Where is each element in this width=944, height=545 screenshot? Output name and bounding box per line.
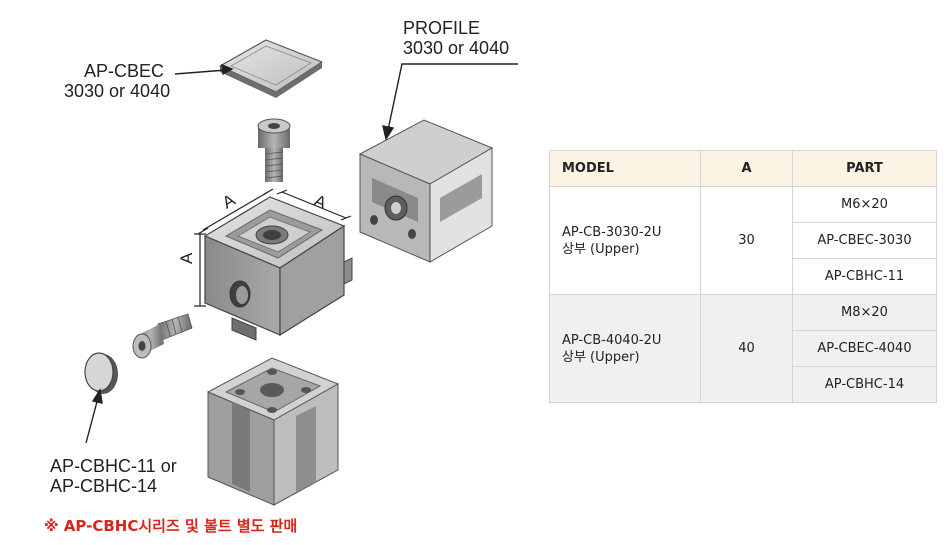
corner-bracket-part: [203, 196, 353, 341]
table-row: AP-CBHC-14: [550, 366, 937, 403]
model-cell: AP-CB-4040-2U 상부 (Upper): [549, 294, 701, 403]
part-cell: AP-CBHC-14: [792, 366, 937, 403]
a-value-cell: 40: [700, 294, 793, 403]
horizontal-bolt-part: [132, 313, 193, 359]
part-cell: AP-CBHC-11: [792, 258, 937, 295]
profile-upper-part: [358, 119, 494, 263]
a-value-cell: 30: [700, 186, 793, 295]
end-cap-callout: AP-CBEC 3030 or 4040: [64, 61, 170, 101]
model-cell: AP-CB-3030-2U 상부 (Upper): [549, 186, 701, 295]
table-row: AP-CBEC-4040: [550, 330, 937, 367]
part-cell: AP-CBEC-3030: [792, 222, 937, 259]
end-cap-callout-line-1: AP-CBEC: [84, 61, 165, 81]
part-cell: M8×20: [792, 294, 937, 331]
hole-cap-callout-line-2: AP-CBHC-14: [50, 476, 158, 496]
part-cell: M6×20: [792, 186, 937, 223]
table-row: AP-CB-3030-2U 상부 (Upper) 30 M6×20: [549, 186, 937, 295]
spec-table: MODEL A PART AP-CB-3030-2U 상부 (Upper) 30…: [549, 150, 937, 403]
model-code: AP-CB-4040-2U: [562, 332, 662, 348]
profile-callout: PROFILE 3030 or 4040: [403, 18, 509, 58]
profile-callout-line-1: PROFILE: [403, 18, 481, 38]
dimension-label-left: A: [177, 252, 196, 264]
table-row: AP-CBEC-3030: [550, 222, 937, 259]
leader-lines: [85, 63, 518, 444]
model-position: 상부 (Upper): [562, 349, 640, 365]
spec-table-header-row: MODEL A PART: [549, 150, 937, 187]
sold-separately-note: ※ AP-CBHC시리즈 및 볼트 별도 판매: [44, 517, 298, 535]
profile-callout-line-2: 3030 or 4040: [403, 38, 510, 58]
dimension-label-top-left: A: [219, 190, 239, 212]
hole-cap-callout-line-1: AP-CBHC-11 or: [50, 456, 177, 476]
end-cap-part: [219, 39, 323, 98]
table-row: AP-CB-4040-2U 상부 (Upper) 40 M8×20: [549, 294, 937, 403]
hole-cap-part: [84, 352, 118, 394]
model-position: 상부 (Upper): [562, 241, 640, 257]
table-row: AP-CBHC-11: [550, 258, 937, 295]
dimension-lines: [194, 188, 352, 307]
profile-lower-part: [206, 357, 340, 506]
header-part: PART: [792, 150, 937, 187]
assembly-drawing: A A A: [84, 39, 518, 506]
hole-cap-callout: AP-CBHC-11 or AP-CBHC-14: [50, 456, 177, 496]
vertical-bolt-part: [257, 118, 291, 182]
header-a: A: [700, 150, 793, 187]
part-cell: AP-CBEC-4040: [792, 330, 937, 367]
end-cap-callout-line-2: 3030 or 4040: [64, 81, 171, 101]
header-model: MODEL: [549, 150, 701, 187]
model-code: AP-CB-3030-2U: [562, 224, 662, 240]
